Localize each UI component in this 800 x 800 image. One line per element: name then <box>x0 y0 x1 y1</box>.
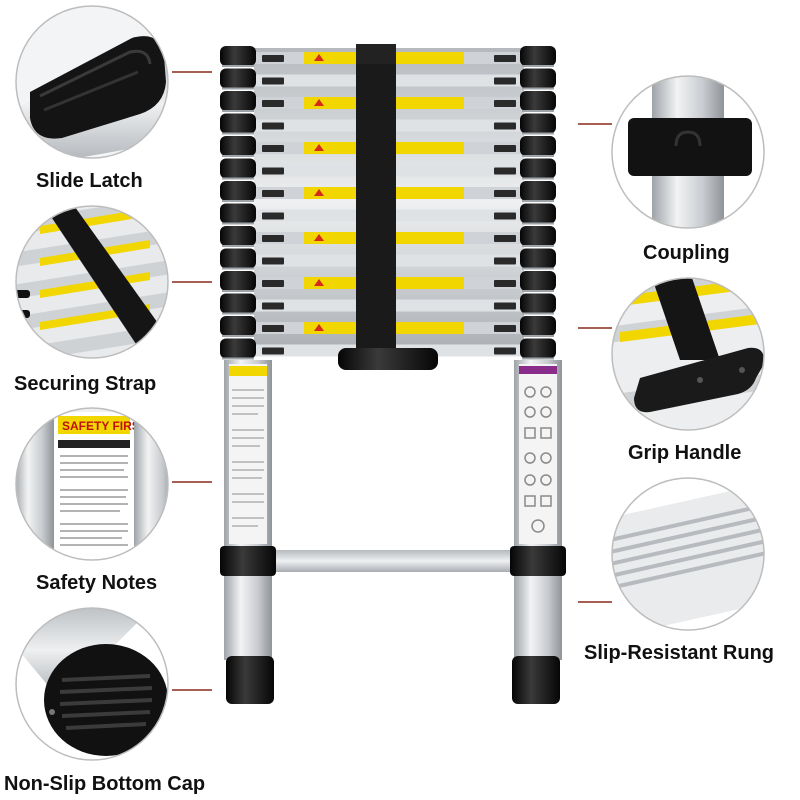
ring <box>220 46 256 66</box>
rung-slot <box>262 235 284 242</box>
ring <box>520 293 556 314</box>
securing-strap-label: Securing Strap <box>14 373 157 395</box>
coupling-label: Coupling <box>643 242 730 264</box>
slide-latch-label: Slide Latch <box>36 170 143 192</box>
rung-slot <box>262 145 284 152</box>
left-safety-sticker <box>229 364 267 544</box>
warning-triangle-icon <box>314 144 324 151</box>
rung-slot <box>494 302 516 310</box>
coupling-ring-left <box>220 546 276 576</box>
rung-slot <box>494 100 516 107</box>
rung-slot <box>262 100 284 107</box>
coupling-ring-right <box>510 546 566 576</box>
warning-triangle-icon <box>314 234 324 241</box>
warning-triangle-icon <box>314 189 324 196</box>
ring <box>520 316 556 336</box>
bottom-rung <box>276 550 510 572</box>
ring <box>520 226 556 246</box>
ring <box>520 338 556 359</box>
coupling-detail <box>611 75 765 229</box>
ring <box>220 203 256 224</box>
bottom-cap-detail <box>15 607 169 761</box>
rung-slot <box>262 280 284 287</box>
ring <box>520 271 556 291</box>
right-ring-column <box>520 46 556 360</box>
rung-slot <box>262 167 284 175</box>
warning-triangle-icon <box>314 324 324 331</box>
ring <box>220 91 256 111</box>
rung-slot <box>494 257 516 265</box>
rung-slot <box>494 212 516 220</box>
ring <box>520 68 556 89</box>
safety-notes-detail: SAFETY FIRST <box>15 407 169 561</box>
rung-slot <box>494 167 516 175</box>
securing-strap-detail <box>15 205 169 359</box>
rung-slot <box>494 190 516 197</box>
left-sticker-header <box>229 366 267 376</box>
rung-slot <box>494 325 516 332</box>
rung-slot <box>494 55 516 62</box>
strap-tip <box>356 44 396 64</box>
rung-slot <box>262 325 284 332</box>
ring <box>520 113 556 134</box>
rung-slot <box>262 302 284 310</box>
rung-slot <box>262 257 284 265</box>
rung-slot <box>262 190 284 197</box>
left-sticker-text-lines <box>232 389 264 527</box>
ring <box>220 271 256 291</box>
grip-handle-label: Grip Handle <box>628 442 742 464</box>
rung-slot <box>494 77 516 85</box>
rung-slot <box>262 77 284 85</box>
bottom-cap-label: Non-Slip Bottom Cap <box>4 773 206 795</box>
rung-label: Slip-Resistant Rung <box>584 642 775 664</box>
rung-slot <box>262 55 284 62</box>
rung-slot <box>262 212 284 220</box>
ladder-bottom-cap-left <box>226 656 274 704</box>
rung-slot <box>494 280 516 287</box>
ring <box>220 248 256 269</box>
ring <box>220 293 256 314</box>
ring <box>520 46 556 66</box>
rung-slot <box>262 122 284 130</box>
ring <box>220 316 256 336</box>
ring <box>220 226 256 246</box>
grip-handle <box>338 348 438 370</box>
warning-triangle-icon <box>314 99 324 106</box>
ring <box>520 248 556 269</box>
grip-handle-detail <box>611 277 765 431</box>
ring <box>220 338 256 359</box>
ring <box>220 113 256 134</box>
rung-detail <box>611 477 765 631</box>
left-ring-column <box>220 46 256 360</box>
rung-slot <box>494 347 516 355</box>
warning-triangle-icon <box>314 279 324 286</box>
warning-triangle-icon <box>314 54 324 61</box>
rung-slot <box>494 145 516 152</box>
right-sticker-header <box>519 366 557 374</box>
ring <box>220 158 256 179</box>
ladder <box>220 44 566 704</box>
rung-slot <box>494 235 516 242</box>
ladder-bottom-cap-right <box>512 656 560 704</box>
ring <box>520 136 556 156</box>
ring <box>220 181 256 201</box>
rung-slot <box>262 347 284 355</box>
rung-slot <box>494 122 516 130</box>
callout-lines <box>172 71 612 691</box>
ring <box>220 136 256 156</box>
svg-text:SAFETY FIRST: SAFETY FIRST <box>62 419 148 433</box>
ring <box>520 181 556 201</box>
securing-strap <box>356 44 396 354</box>
ring <box>520 158 556 179</box>
slide-latch-detail <box>15 5 169 159</box>
ring <box>520 91 556 111</box>
right-sticker-pictograms <box>524 386 552 533</box>
ring <box>220 68 256 89</box>
safety-notes-label: Safety Notes <box>36 572 158 594</box>
ring <box>520 203 556 224</box>
